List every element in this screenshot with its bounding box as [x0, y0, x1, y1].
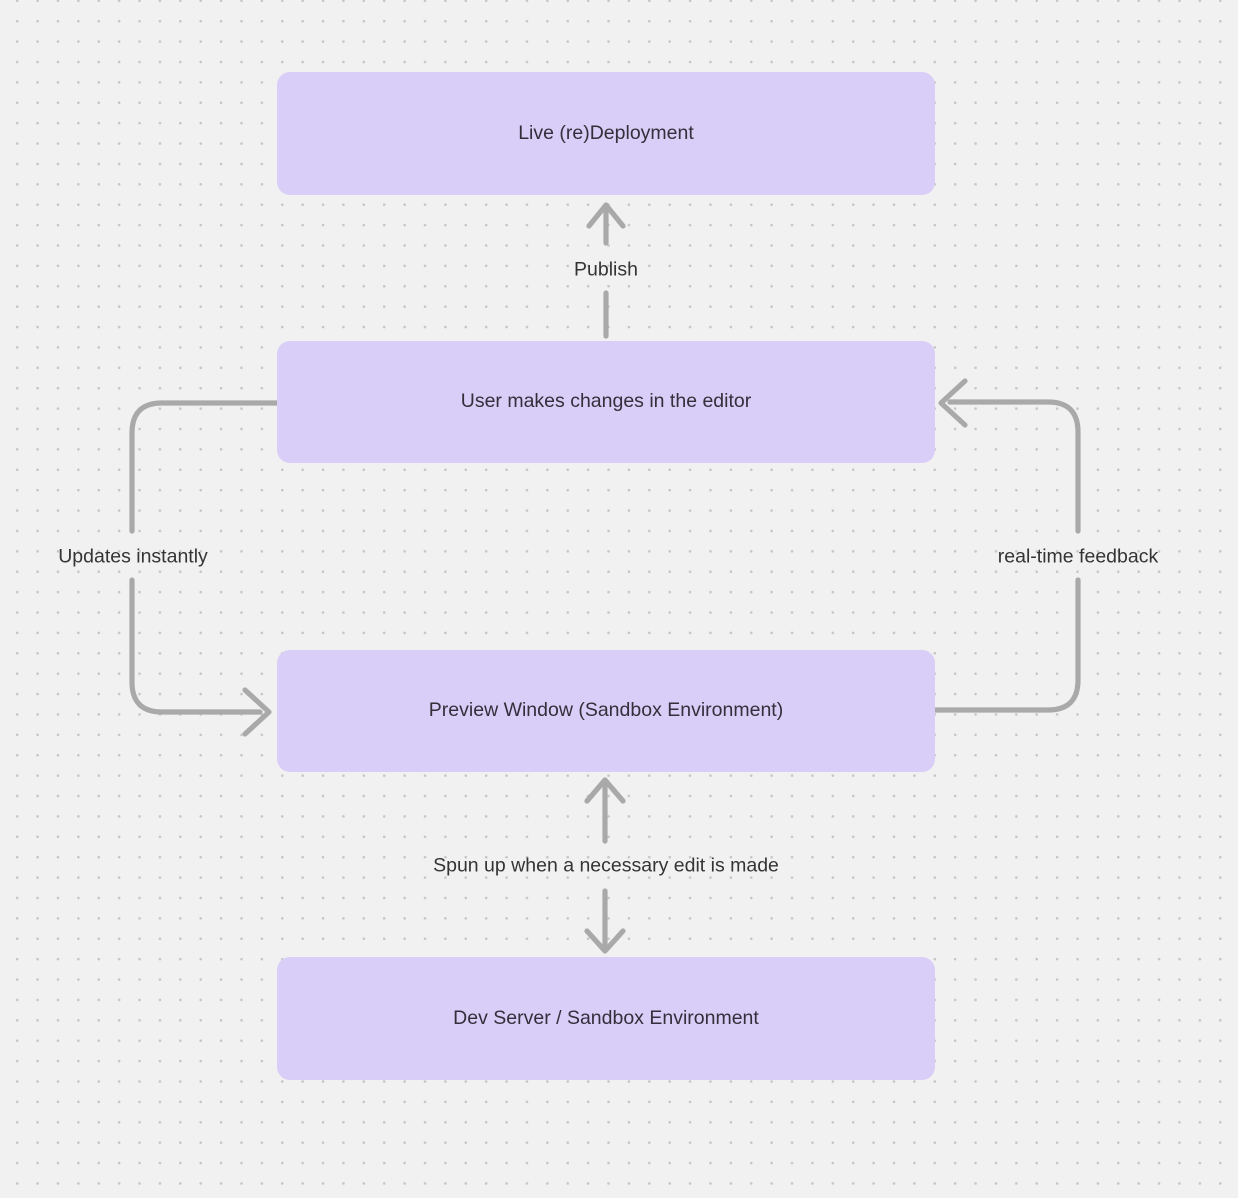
edge-label-spun-up: Spun up when a necessary edit is made	[433, 854, 779, 877]
edge-label-updates-instantly: Updates instantly	[58, 545, 208, 568]
edge-updates-instantly-arrow[interactable]	[129, 400, 280, 737]
node-dev-server[interactable]: Dev Server / Sandbox Environment	[277, 957, 935, 1080]
node-label: Dev Server / Sandbox Environment	[453, 1006, 759, 1029]
node-label: User makes changes in the editor	[460, 390, 752, 413]
node-label: Live (re)Deployment	[518, 121, 694, 144]
node-label: Preview Window (Sandbox Environment)	[428, 699, 784, 722]
edge-label-real-time-feedback: real-time feedback	[997, 545, 1159, 568]
node-user-editor[interactable]: User makes changes in the editor	[277, 341, 935, 463]
node-preview-window[interactable]: Preview Window (Sandbox Environment)	[277, 650, 935, 772]
edge-label-publish: Publish	[574, 258, 638, 281]
node-live-redeployment[interactable]: Live (re)Deployment	[277, 72, 935, 195]
